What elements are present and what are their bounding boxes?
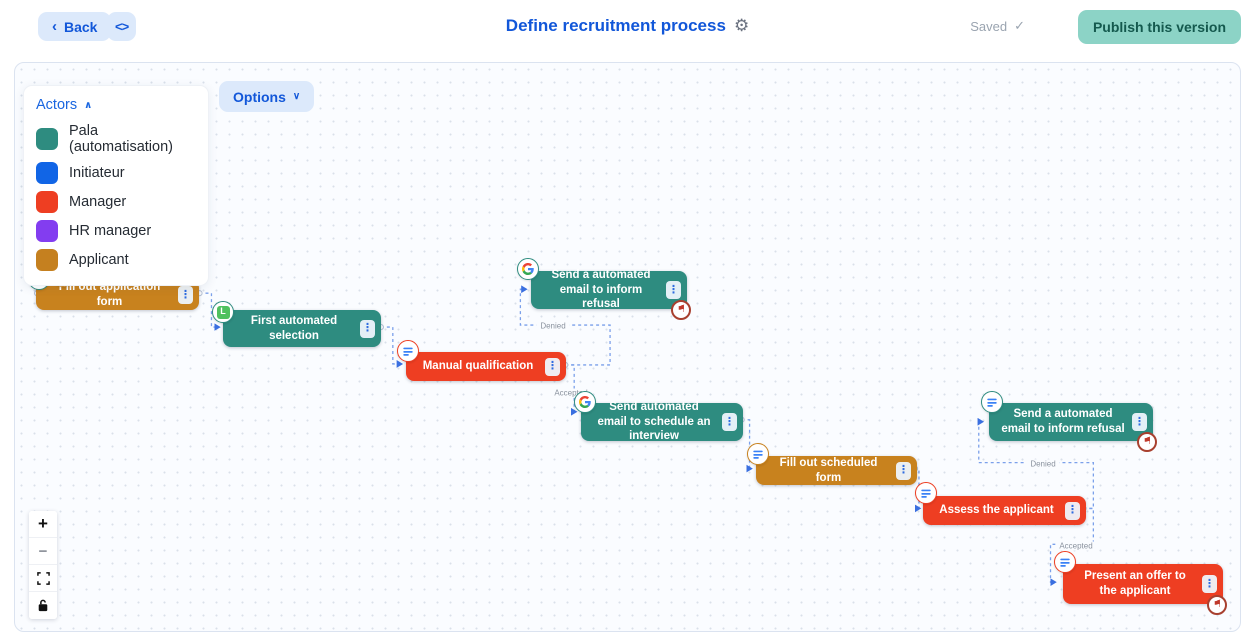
- edge-label-accepted: Accepted: [550, 388, 592, 398]
- edge-label-denied: Denied: [1026, 459, 1060, 469]
- letter-l-badge: L: [212, 301, 234, 323]
- node-assess-the-applicant[interactable]: Assess the applicant ⋮: [915, 482, 1086, 525]
- edge-manual-accepted: [565, 364, 578, 416]
- node-send-email-inform-refusal-2[interactable]: Send a automated email to inform refusal…: [981, 391, 1157, 452]
- google-icon: [522, 263, 534, 275]
- actor-color-swatch: [36, 161, 58, 184]
- node-menu-button[interactable]: ⋮: [896, 461, 911, 480]
- actor-label: Applicant: [69, 251, 129, 268]
- node-menu-button[interactable]: ⋮: [545, 357, 560, 376]
- zoom-in-button[interactable]: +: [29, 511, 57, 538]
- edge-label-denied: Denied: [536, 321, 570, 331]
- actor-color-swatch: [36, 219, 58, 242]
- chevron-down-icon: ∨: [292, 91, 301, 102]
- node-label: Send automated email to schedule an inte…: [597, 400, 711, 443]
- google-badge: [517, 258, 539, 280]
- end-flag-icon: ⚑: [1137, 432, 1157, 452]
- minus-icon: −: [38, 542, 48, 560]
- lock-button[interactable]: [29, 592, 57, 619]
- node-label: Fill out scheduled form: [779, 456, 878, 484]
- node-fill-out-scheduled-form[interactable]: Fill out scheduled form ⋮: [747, 443, 917, 485]
- actor-color-swatch: [36, 248, 58, 271]
- legend-item-initiateur: Initiateur: [36, 158, 196, 187]
- page-title: Define recruitment process: [505, 16, 726, 35]
- node-send-email-inform-refusal-1[interactable]: Send a automated email to inform refusal…: [517, 258, 691, 320]
- google-icon: [579, 396, 591, 408]
- legend-item-hr-manager: HR manager: [36, 216, 196, 245]
- edge-label-accepted: Accepted: [1055, 541, 1097, 551]
- form-badge: [981, 391, 1003, 413]
- fit-view-icon: [36, 571, 50, 585]
- title-area: Define recruitment process ⚙: [0, 0, 1255, 52]
- actors-panel: Actors ∧ Pala (automatisation) Initiateur…: [23, 85, 209, 286]
- node-menu-button[interactable]: ⋮: [178, 286, 193, 304]
- actor-label: Manager: [69, 193, 127, 210]
- saved-label: Saved: [970, 18, 1008, 34]
- node-menu-button[interactable]: ⋮: [360, 319, 375, 338]
- lock-open-icon: [38, 599, 48, 612]
- top-bar: ‹ Back <> Define recruitment process ⚙ S…: [0, 0, 1255, 52]
- legend-item-applicant: Applicant: [36, 245, 196, 274]
- node-label: Assess the applicant: [939, 504, 1054, 517]
- form-icon: [987, 398, 997, 407]
- form-icon: [1060, 558, 1070, 567]
- node-first-automated-selection[interactable]: First automated selection ⋮ L: [212, 301, 381, 347]
- form-badge: [747, 443, 769, 465]
- publish-button[interactable]: Publish this version: [1077, 10, 1241, 44]
- end-flag-icon: ⚑: [671, 300, 691, 320]
- node-send-email-schedule-interview[interactable]: Send automated email to schedule an inte…: [574, 391, 743, 442]
- legend-item-pala-automatisation-: Pala (automatisation): [36, 119, 196, 158]
- zoom-out-button[interactable]: −: [29, 538, 57, 565]
- actor-color-swatch: [36, 190, 58, 213]
- actor-label: HR manager: [69, 222, 152, 239]
- node-label: Manual qualification: [422, 360, 534, 373]
- integration-l-icon: L: [216, 305, 230, 319]
- node-present-an-offer[interactable]: Present an offer to the applicant ⋮ ⚑: [1054, 551, 1227, 615]
- actor-label: Initiateur: [69, 164, 125, 181]
- back-button[interactable]: ‹ Back: [38, 12, 112, 41]
- edge-selection-to-manual: [380, 326, 404, 368]
- node-menu-button[interactable]: ⋮: [666, 281, 681, 299]
- edge-manual-denied: [519, 285, 611, 366]
- node-label: Present an offer to the applicant: [1084, 570, 1186, 597]
- options-button-label: Options: [233, 88, 286, 105]
- code-icon: <>: [115, 19, 129, 34]
- gear-icon[interactable]: ⚙: [733, 16, 750, 35]
- edge-schedule-to-scheduled-form: [741, 419, 753, 473]
- node-manual-qualification[interactable]: Manual qualification ⋮: [397, 340, 566, 381]
- form-badge: [397, 340, 419, 362]
- canvas-controls: +−: [29, 511, 57, 619]
- form-icon: [921, 489, 931, 498]
- save-status: Saved ✓: [970, 18, 1025, 34]
- end-flag-icon: ⚑: [1207, 595, 1227, 615]
- legend-item-manager: Manager: [36, 187, 196, 216]
- chevron-left-icon: ‹: [52, 18, 57, 35]
- node-label: First automated selection: [250, 314, 338, 342]
- plus-icon: +: [38, 514, 48, 533]
- node-menu-button[interactable]: ⋮: [1132, 413, 1147, 431]
- check-icon: ✓: [1014, 18, 1025, 33]
- node-menu-button[interactable]: ⋮: [1065, 501, 1080, 520]
- actor-label: Pala (automatisation): [69, 122, 173, 155]
- node-label: Send a automated email to inform refusal: [551, 268, 651, 311]
- back-button-label: Back: [64, 18, 98, 35]
- node-menu-button[interactable]: ⋮: [1202, 575, 1217, 593]
- chevron-up-icon: ∧: [84, 99, 93, 111]
- node-menu-button[interactable]: ⋮: [722, 413, 737, 431]
- form-badge: [1054, 551, 1076, 573]
- actor-color-swatch: [36, 127, 58, 150]
- actors-panel-toggle[interactable]: Actors ∧: [36, 95, 196, 119]
- node-label: Send a automated email to inform refusal: [1001, 408, 1125, 435]
- form-badge: [915, 482, 937, 504]
- actors-panel-title: Actors: [36, 97, 78, 113]
- google-badge: [574, 391, 596, 413]
- options-button[interactable]: Options ∨: [219, 81, 315, 112]
- form-icon: [753, 450, 763, 459]
- form-icon: [403, 347, 413, 356]
- code-view-button[interactable]: <>: [107, 12, 137, 41]
- edge-application-to-selection: [199, 292, 221, 331]
- fit-view-button[interactable]: [29, 565, 57, 592]
